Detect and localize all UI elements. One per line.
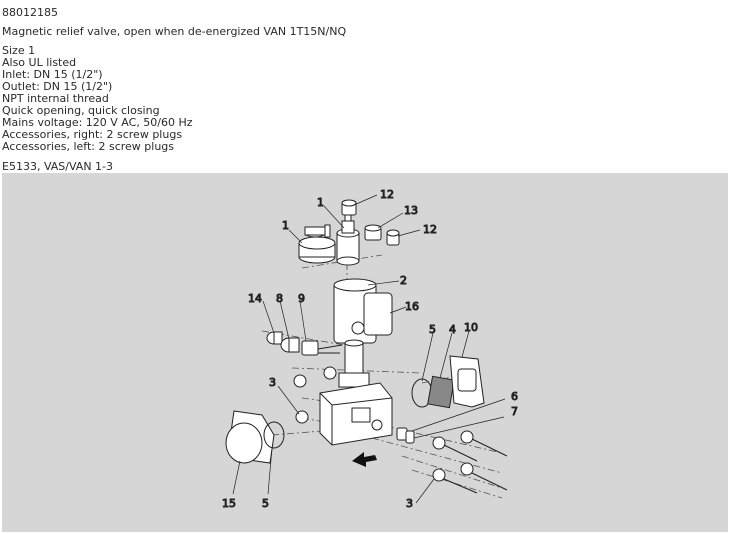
drawing-reference: E5133, VAS/VAN 1-3 xyxy=(2,160,114,173)
armature-tube-part xyxy=(338,339,370,388)
part-number: 88012185 xyxy=(2,6,58,19)
spec-item: Accessories, left: 2 screw plugs xyxy=(2,140,175,153)
valve-body-part xyxy=(319,382,393,446)
spec-item: Size 1 xyxy=(2,44,36,57)
spec-item: Mains voltage: 120 V AC, 50/60 Hz xyxy=(2,116,193,129)
spec-item: NPT internal thread xyxy=(2,92,109,105)
valve-cartridge-part xyxy=(336,212,360,266)
exploded-view-drawing: 1 1 12 13 12 2 14 8 9 16 5 4 10 3 6 7 15… xyxy=(2,173,728,532)
callout-2: 2 xyxy=(400,274,407,287)
spec-item: Outlet: DN 15 (1/2") xyxy=(2,80,113,93)
callout-13: 13 xyxy=(404,204,418,217)
callout-leaders xyxy=(232,194,506,504)
callout-5-left: 5 xyxy=(262,497,269,510)
connector-parts xyxy=(266,331,343,356)
left-flange-part xyxy=(225,410,285,464)
spec-item: Accessories, right: 2 screw plugs xyxy=(2,128,183,141)
spec-item: Inlet: DN 15 (1/2") xyxy=(2,68,103,81)
product-description: Magnetic relief valve, open when de-ener… xyxy=(2,25,347,38)
exploded-view-svg: 1 1 12 13 12 2 14 8 9 16 5 4 10 3 6 7 15… xyxy=(222,188,519,511)
callout-6: 6 xyxy=(511,390,518,403)
callout-12-right: 12 xyxy=(423,223,437,236)
actuator-housing-part xyxy=(298,224,336,264)
flow-direction-arrow-icon xyxy=(352,452,377,467)
callout-16: 16 xyxy=(405,300,419,313)
callout-1-housing: 1 xyxy=(282,219,289,232)
callout-8: 8 xyxy=(276,292,283,305)
callout-1-cartridge: 1 xyxy=(317,196,324,209)
spec-list: Size 1 Also UL listed Inlet: DN 15 (1/2"… xyxy=(2,45,193,153)
screw-plugs-top xyxy=(341,199,400,246)
bolts-right xyxy=(396,427,508,494)
right-flange-part xyxy=(411,355,485,409)
callout-10: 10 xyxy=(464,321,478,334)
callout-15: 15 xyxy=(222,497,236,510)
callout-5-right: 5 xyxy=(429,323,436,336)
spec-item: Quick opening, quick closing xyxy=(2,104,160,117)
callout-3-bottom: 3 xyxy=(406,497,413,510)
callout-3-left: 3 xyxy=(269,376,276,389)
callout-7: 7 xyxy=(511,405,518,418)
callout-9: 9 xyxy=(298,292,305,305)
spec-item: Also UL listed xyxy=(2,56,77,69)
callout-numbers: 1 1 12 13 12 2 14 8 9 16 5 4 10 3 6 7 15… xyxy=(222,188,519,511)
callout-14: 14 xyxy=(248,292,262,305)
callout-4: 4 xyxy=(449,323,456,336)
callout-12-top: 12 xyxy=(380,188,394,201)
solenoid-coil-part xyxy=(333,278,393,344)
